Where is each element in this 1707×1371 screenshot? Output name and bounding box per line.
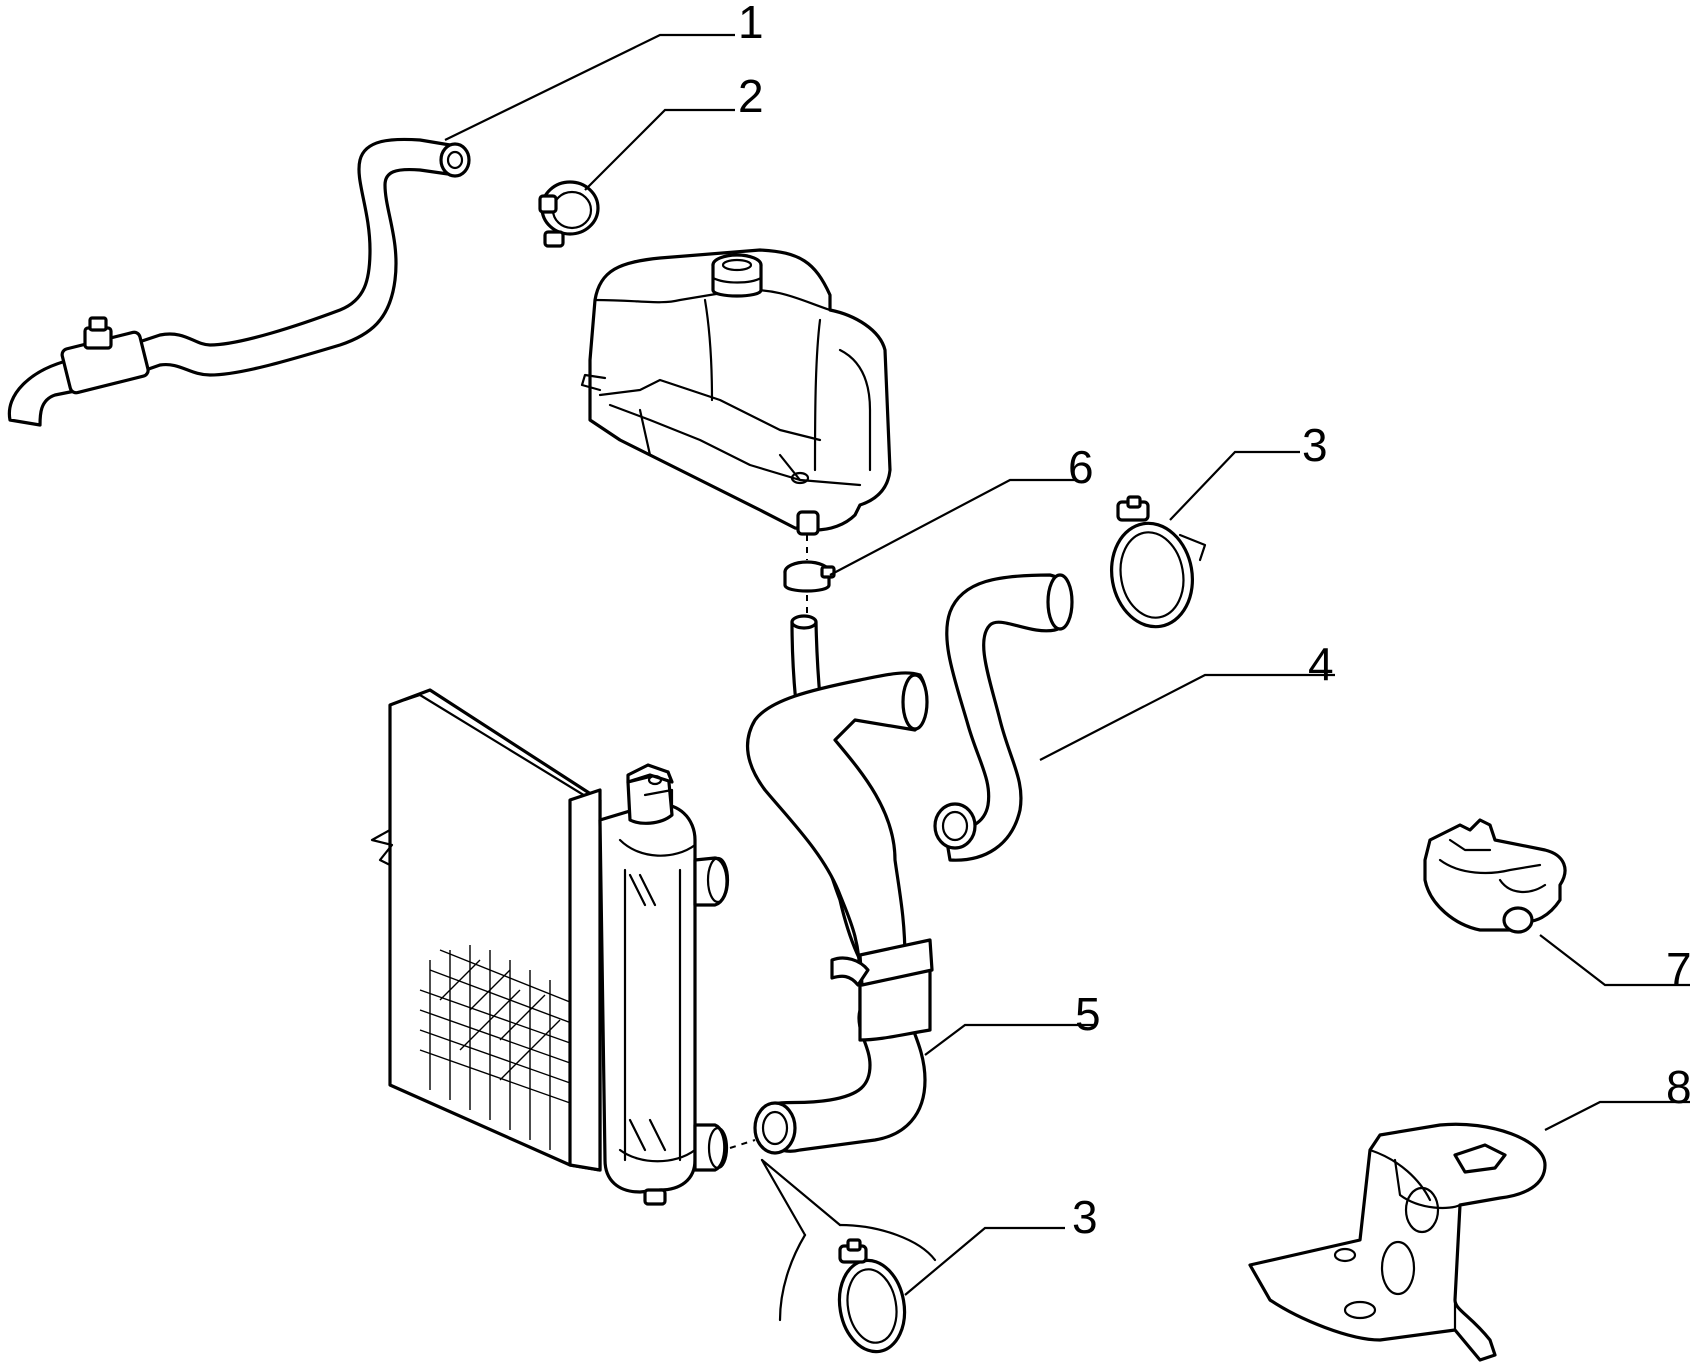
callout-8: 8	[1666, 1061, 1692, 1113]
part-3-hose-clamp-lower	[760, 1158, 937, 1354]
leader-6	[829, 478, 1075, 576]
callout-5: 5	[1075, 988, 1101, 1040]
leader-3-upper	[1169, 450, 1300, 521]
leader-5	[924, 1023, 1095, 1056]
callout-3-upper: 3	[1302, 419, 1328, 471]
leader-1	[444, 33, 735, 141]
part-4-upper-hose	[933, 573, 1074, 862]
expansion-tank	[580, 248, 892, 536]
leader-2	[584, 108, 735, 191]
leader-4	[1039, 673, 1335, 761]
callout-6: 6	[1068, 441, 1094, 493]
part-3-hose-clamp-upper	[1109, 495, 1207, 629]
part-1-heater-hose	[7, 137, 471, 427]
callout-1: 1	[738, 0, 764, 48]
leader-lines	[444, 33, 1690, 1296]
callout-4: 4	[1308, 638, 1334, 690]
callout-labels: 1 2 3 4 5 6 7 8 3	[738, 0, 1692, 1243]
callout-2: 2	[738, 70, 764, 122]
part-6-small-clamp	[783, 535, 836, 620]
callout-7: 7	[1666, 943, 1692, 995]
radiator	[370, 688, 730, 1206]
part-7-support-clip	[1423, 818, 1567, 934]
part-5-lower-hose	[746, 671, 934, 1155]
assembly-line	[729, 1139, 756, 1149]
leader-7	[1539, 934, 1690, 987]
callout-3-lower: 3	[1072, 1191, 1098, 1243]
part-8-mounting-bracket	[1248, 1122, 1547, 1362]
leader-8	[1544, 1100, 1690, 1131]
part-2-hose-clamp	[538, 180, 600, 248]
leader-3-lower	[904, 1226, 1065, 1296]
